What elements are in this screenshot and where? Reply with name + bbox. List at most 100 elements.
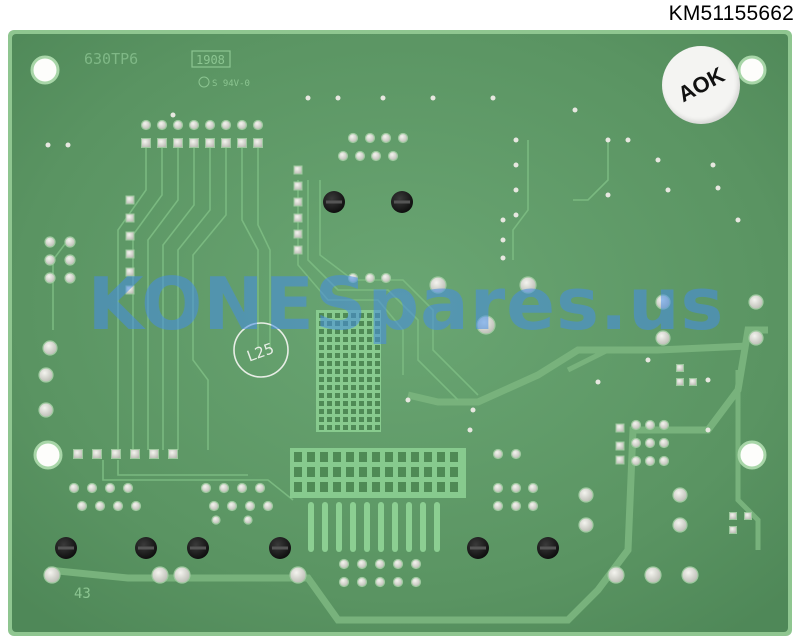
- inspection-stamp: [233, 322, 289, 378]
- square-pad: [293, 245, 303, 255]
- connector-cell: [346, 467, 354, 477]
- ic-pad-cell: [367, 377, 372, 382]
- solder-pad: [655, 330, 671, 346]
- ic-pad-cell: [327, 313, 332, 318]
- via: [405, 397, 411, 403]
- square-pad: [205, 138, 215, 148]
- solder-pad: [104, 482, 116, 494]
- qc-sticker: AOK: [662, 46, 740, 124]
- solder-pad: [476, 315, 496, 335]
- ic-pad-cell: [359, 393, 364, 398]
- connector-cell: [398, 467, 406, 477]
- via: [513, 137, 519, 143]
- ic-pad-cell: [359, 385, 364, 390]
- via: [595, 379, 601, 385]
- connector-cell: [450, 467, 458, 477]
- via: [705, 377, 711, 383]
- screw-slot: [540, 546, 556, 550]
- solder-pad: [364, 132, 376, 144]
- connector-cell: [424, 467, 432, 477]
- finger-trace: [364, 502, 370, 552]
- via: [430, 95, 436, 101]
- solder-pad: [527, 482, 539, 494]
- ic-pad-cell: [359, 425, 364, 430]
- ic-pad-cell: [319, 417, 324, 422]
- silk-rating: S 94V-0: [212, 79, 250, 89]
- square-pad: [293, 229, 303, 239]
- solder-pad: [630, 419, 642, 431]
- solder-pad: [492, 500, 504, 512]
- solder-pad: [380, 132, 392, 144]
- via: [335, 95, 341, 101]
- connector-cell: [411, 467, 419, 477]
- via: [655, 157, 661, 163]
- ic-pad-cell: [359, 345, 364, 350]
- solder-pad: [188, 119, 200, 131]
- mounting-hole: [30, 55, 60, 85]
- pcb-board: 630TP6 1908 S 94V-0 43 L25: [8, 30, 792, 636]
- screw-slot: [138, 546, 154, 550]
- ic-pad-cell: [319, 329, 324, 334]
- ic-pad-cell: [335, 321, 340, 326]
- square-pad: [729, 526, 737, 534]
- square-pad: [744, 512, 752, 520]
- via: [513, 187, 519, 193]
- ic-pad-cell: [343, 321, 348, 326]
- ic-pad-cell: [359, 337, 364, 342]
- ic-pad-cell: [351, 385, 356, 390]
- solder-pad: [510, 448, 522, 460]
- solder-pad: [374, 558, 386, 570]
- ic-pad-grid: [316, 310, 381, 432]
- screw-slot: [58, 546, 74, 550]
- date-box: [191, 50, 231, 68]
- ic-pad-cell: [367, 409, 372, 414]
- ic-pad-cell: [335, 425, 340, 430]
- ic-pad-cell: [335, 361, 340, 366]
- connector-cell: [411, 482, 419, 492]
- solder-pad: [672, 517, 688, 533]
- solder-pad: [392, 576, 404, 588]
- solder-pad: [220, 119, 232, 131]
- connector-cell: [424, 452, 432, 462]
- ic-pad-cell: [335, 417, 340, 422]
- ic-pad-cell: [375, 329, 380, 334]
- solder-pad: [68, 482, 80, 494]
- screw-slot: [272, 546, 288, 550]
- via: [625, 137, 631, 143]
- solder-pad: [38, 402, 54, 418]
- sticker-label: AOK: [673, 62, 729, 108]
- ic-pad-cell: [327, 417, 332, 422]
- finger-trace: [336, 502, 342, 552]
- ic-pad-cell: [375, 401, 380, 406]
- solder-pad: [356, 576, 368, 588]
- ic-pad-cell: [327, 409, 332, 414]
- via: [715, 185, 721, 191]
- solder-pad: [392, 558, 404, 570]
- connector-cell: [333, 482, 341, 492]
- solder-pad: [76, 500, 88, 512]
- ic-pad-cell: [343, 313, 348, 318]
- connector-cell: [307, 467, 315, 477]
- connector-cell: [398, 482, 406, 492]
- ic-pad-cell: [375, 345, 380, 350]
- mounting-hole: [737, 55, 767, 85]
- ic-pad-cell: [327, 425, 332, 430]
- square-pad: [125, 249, 135, 259]
- ic-pad-cell: [335, 409, 340, 414]
- ic-pad-cell: [335, 393, 340, 398]
- solder-pad: [254, 482, 266, 494]
- connector-cell: [411, 452, 419, 462]
- connector-cell: [385, 452, 393, 462]
- solder-pad: [410, 558, 422, 570]
- ic-pad-cell: [359, 401, 364, 406]
- ic-pad-cell: [367, 401, 372, 406]
- ic-pad-cell: [327, 393, 332, 398]
- ic-pad-cell: [335, 369, 340, 374]
- via: [65, 142, 71, 148]
- solder-pad: [86, 482, 98, 494]
- via: [572, 107, 578, 113]
- solder-pad: [94, 500, 106, 512]
- via: [500, 255, 506, 261]
- finger-trace: [392, 502, 398, 552]
- square-pad: [293, 197, 303, 207]
